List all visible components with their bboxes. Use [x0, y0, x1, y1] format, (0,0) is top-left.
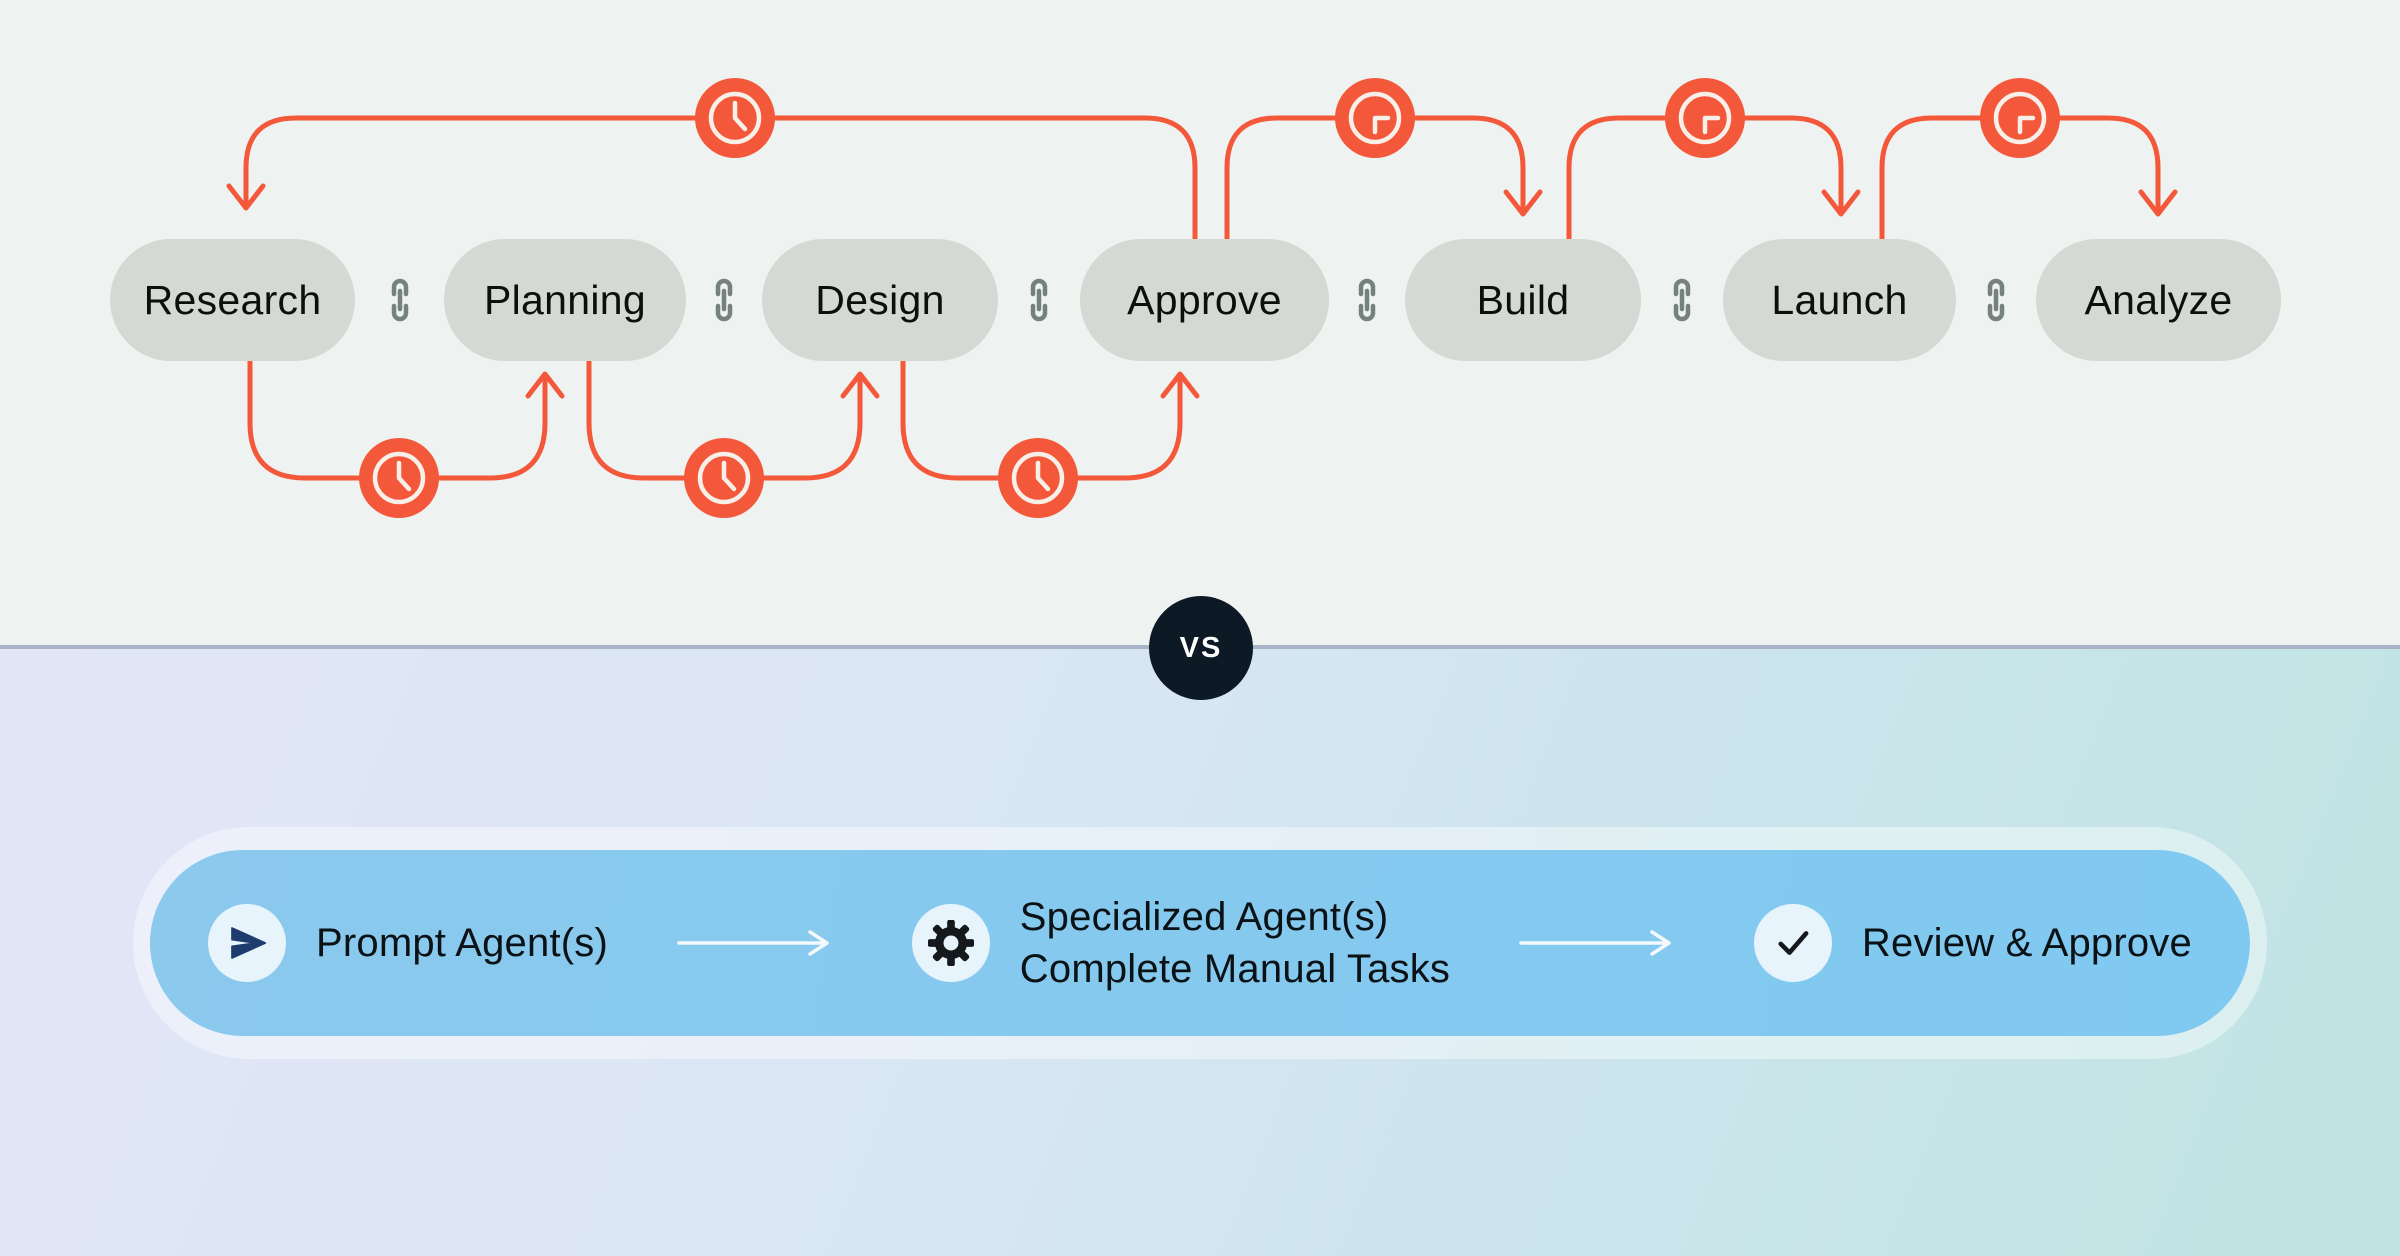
arrowhead-up-icon [1160, 371, 1200, 399]
clock-icon [998, 438, 1078, 518]
step-label-line1: Specialized Agent(s) [1019, 895, 1389, 939]
chain-link-icon [1030, 278, 1048, 322]
chain-link-icon [391, 278, 409, 322]
step-label: Review & Approve [1861, 921, 2192, 965]
stage-pill-research: Research [110, 239, 355, 361]
send-icon [231, 927, 267, 959]
step-prompt-agents: Prompt Agent(s) [208, 904, 608, 982]
stage-pill-analyze: Analyze [2036, 239, 2281, 361]
timer-icon [1335, 78, 1415, 158]
stage-pill-build: Build [1405, 239, 1641, 361]
arrowhead-down-icon [226, 183, 266, 211]
clock-icon [695, 78, 775, 158]
step-label: Specialized Agent(s) Complete Manual Tas… [1020, 891, 1450, 995]
vs-badge: VS [1149, 596, 1253, 700]
arrowhead-up-icon [840, 371, 880, 399]
step-specialized-agents: Specialized Agent(s) Complete Manual Tas… [911, 891, 1450, 995]
stage-pill-planning: Planning [444, 239, 686, 361]
check-icon [1778, 931, 1809, 955]
chain-link-icon [1987, 278, 2005, 322]
timer-icon [1980, 78, 2060, 158]
arrowhead-down-icon [1503, 189, 1543, 217]
chain-link-icon [1673, 278, 1691, 322]
stage-pill-design: Design [762, 239, 998, 361]
arrowhead-up-icon [525, 371, 565, 399]
arrowhead-down-icon [2138, 189, 2178, 217]
arrow-right-icon [677, 930, 829, 956]
step-review-approve: Review & Approve [1753, 904, 2192, 982]
timer-icon [1665, 78, 1745, 158]
stage-pill-launch: Launch [1723, 239, 1956, 361]
traditional-workflow-section: Research Planning Design Approve Build L… [110, 78, 2281, 518]
arrowhead-down-icon [1821, 189, 1861, 217]
flow-lines-layer [226, 78, 2178, 518]
check-icon-circle [1753, 904, 1832, 982]
send-icon-circle [208, 904, 286, 982]
gear-icon [927, 920, 974, 966]
chain-link-icon [1358, 278, 1376, 322]
chain-link-icon [715, 278, 733, 322]
step-label: Prompt Agent(s) [316, 921, 609, 965]
clock-icon [684, 438, 764, 518]
stage-pill-approve: Approve [1080, 239, 1329, 361]
arrow-right-icon [1519, 930, 1671, 956]
clock-icon [359, 438, 439, 518]
vs-label: VS [1179, 631, 1223, 664]
gear-icon-circle [911, 904, 990, 982]
step-label-line2: Complete Manual Tasks [1019, 947, 1451, 991]
agent-workflow-bar: Prompt Agent(s) [150, 850, 2250, 1036]
